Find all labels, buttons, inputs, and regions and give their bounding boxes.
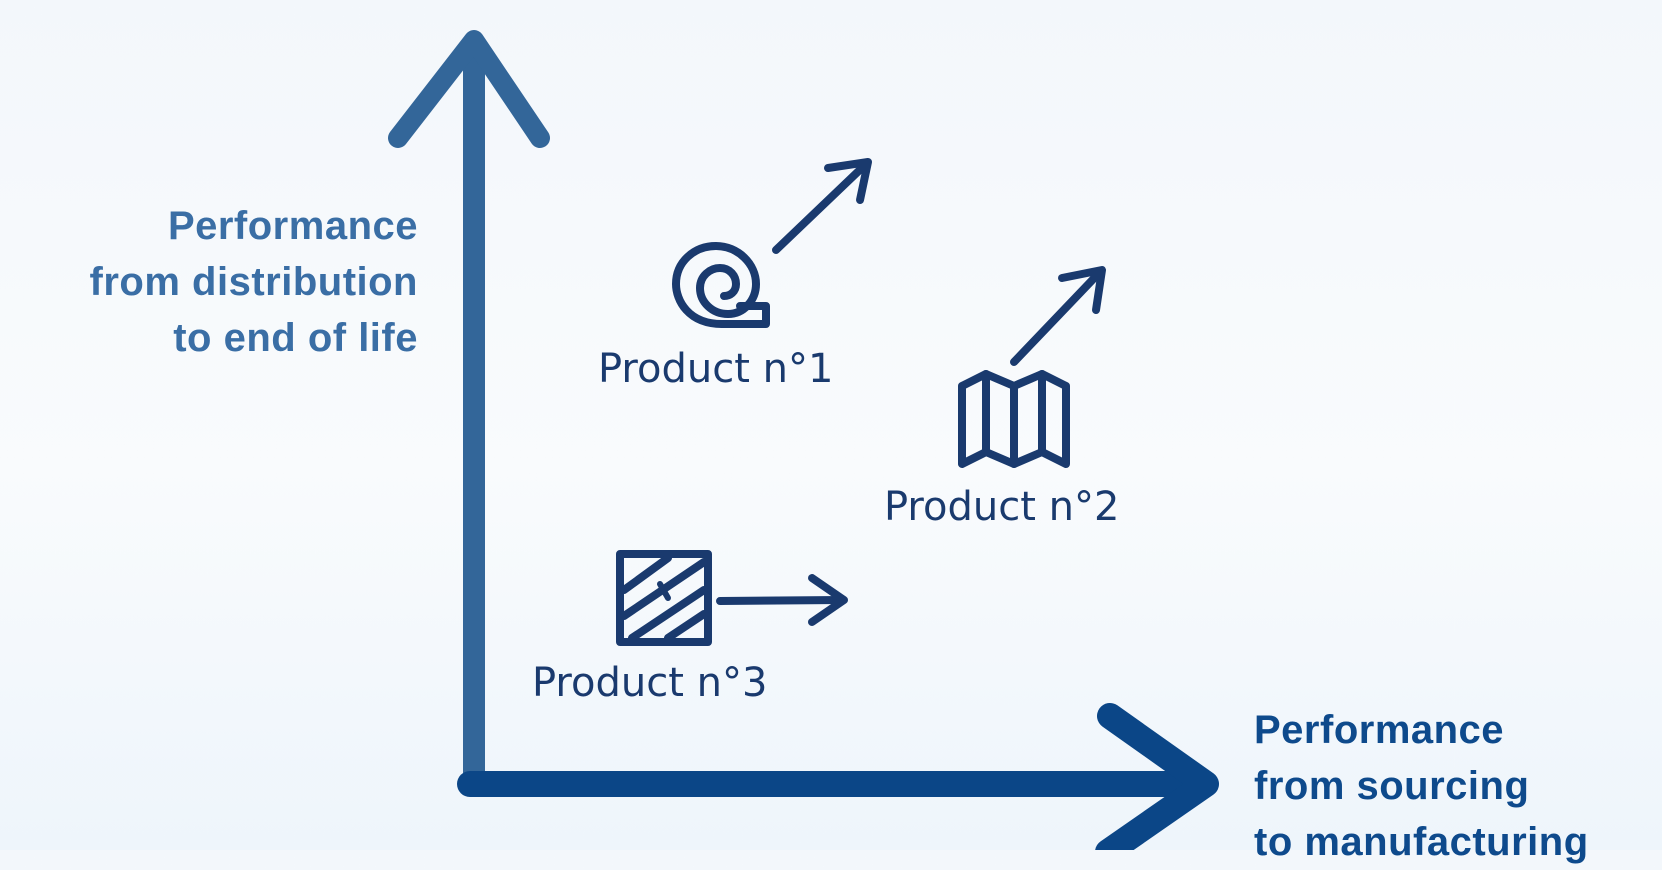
x-axis-label-line: to manufacturing [1254,820,1589,864]
product-2-label: Product n°2 [884,484,1120,530]
y-axis-label-line: from distribution [89,260,418,304]
x-axis-arrowhead [1095,703,1219,850]
trend-arrow-right [716,574,848,626]
roll-icon [672,242,770,328]
x-axis [457,703,1219,850]
product-3-label: Product n°3 [532,660,768,706]
x-axis-label-line: from sourcing [1254,764,1530,808]
y-axis-label-line: to end of life [173,316,418,360]
y-axis-arrowhead [388,30,550,148]
trend-arrow-up-right [1010,266,1106,366]
y-axis-label-line: Performance [167,204,418,248]
trend-arrow-up-right [772,158,872,254]
y-axis-label: Performance from distribution to end of … [90,198,418,366]
y-axis [388,30,550,795]
x-axis-label: Performance from sourcing to manufacturi… [1254,702,1589,870]
product-1-label: Product n°1 [598,346,834,392]
folded-map-icon [958,370,1070,468]
hatched-panel-icon [616,550,712,646]
x-axis-label-line: Performance [1254,708,1505,752]
performance-diagram [388,30,1219,850]
